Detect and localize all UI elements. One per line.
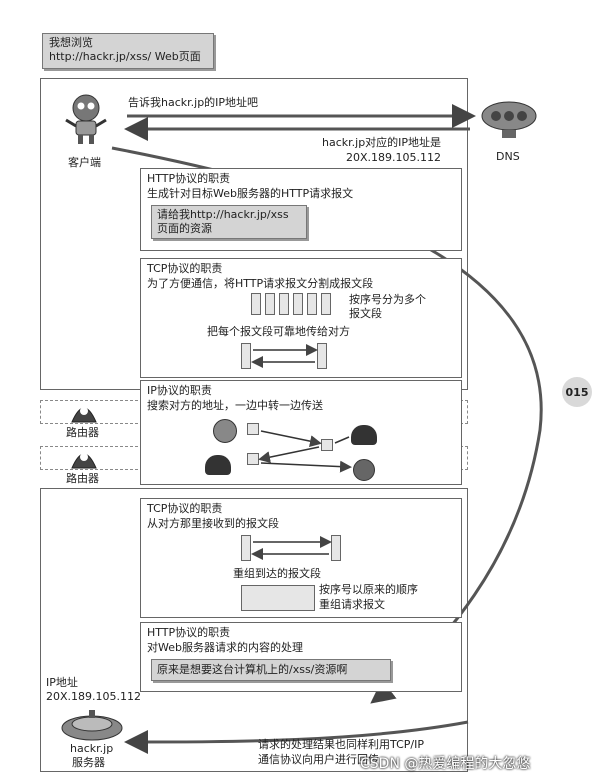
- client-label: 客户端: [68, 156, 101, 169]
- tcp-client-note2: 把每个报文段可靠地传给对方: [207, 325, 350, 338]
- http-server-highlight-text: 原来是想要这台计算机上的/xss/资源啊: [157, 663, 348, 676]
- tcp-client-note-line2: 报文段: [349, 307, 382, 320]
- ip-title: IP协议的职责: [147, 384, 212, 397]
- csdn-watermark: CSDN @热爱编程的大忽悠: [360, 756, 531, 772]
- return-arrow: [124, 720, 469, 754]
- server-result-line1: 请求的处理结果也同样利用TCP/IP: [258, 738, 424, 751]
- http-server-highlight: 原来是想要这台计算机上的/xss/资源啊: [151, 659, 391, 681]
- tcp-server-note2-line2: 重组请求报文: [319, 598, 385, 611]
- server-robot-icon-small: [353, 459, 375, 481]
- tcp-server-box: TCP协议的职责 从对方那里接收到的报文段 重组到达的报文段 按序号以原来的顺序…: [140, 498, 462, 618]
- tcp-server-title: TCP协议的职责: [147, 502, 223, 515]
- router-robot-icon-small: [205, 455, 231, 475]
- http-client-box: HTTP协议的职责 生成针对目标Web服务器的HTTP请求报文 请给我http:…: [140, 168, 462, 251]
- packet: [247, 423, 259, 435]
- http-request-line1: 请给我http://hackr.jp/xss: [157, 208, 289, 221]
- server-label: 服务器: [72, 756, 105, 769]
- header-line1: 我想浏览: [49, 36, 93, 49]
- http-request-message: 请给我http://hackr.jp/xss 页面的资源: [151, 205, 307, 239]
- dns-server-icon: [478, 98, 540, 140]
- tcp-server-note: 重组到达的报文段: [233, 567, 321, 580]
- client-robot-icon: [62, 92, 110, 146]
- tcp-client-arrows: [251, 344, 318, 368]
- dns-reply-line2: 20X.189.105.112: [346, 151, 442, 164]
- segment: [293, 293, 303, 315]
- header-line2: http://hackr.jp/xss/ Web页面: [49, 50, 201, 63]
- segment: [321, 293, 331, 315]
- tcp-client-box: TCP协议的职责 为了方便通信，将HTTP请求报文分割成报文段 按序号分为多个 …: [140, 258, 462, 378]
- ip-desc: 搜索对方的地址，一边中转一边传送: [147, 399, 323, 412]
- tcp-client-note-line1: 按序号分为多个: [349, 293, 426, 306]
- segment: [307, 293, 317, 315]
- page-number-badge: 015: [562, 377, 592, 407]
- ip-arrows: [258, 430, 352, 473]
- http-client-title: HTTP协议的职责: [147, 172, 231, 185]
- server-result-line2: 通信协议向用户进行回传: [258, 753, 379, 766]
- tcp-client-desc: 为了方便通信，将HTTP请求报文分割成报文段: [147, 277, 374, 290]
- router-label-2: 路由器: [66, 472, 99, 485]
- router-icon: [68, 444, 100, 472]
- http-request-line2: 页面的资源: [157, 222, 212, 235]
- http-server-desc: 对Web服务器请求的内容的处理: [147, 641, 303, 654]
- tcp-client-title: TCP协议的职责: [147, 262, 223, 275]
- segment: [265, 293, 275, 315]
- client-robot-icon-small: [213, 419, 237, 443]
- router-icon: [68, 398, 100, 426]
- dns-request-text: 告诉我hackr.jp的IP地址吧: [128, 96, 259, 109]
- ip-box: IP协议的职责 搜索对方的地址，一边中转一边传送: [140, 380, 462, 485]
- dns-reply-line1: hackr.jp对应的IP地址是: [322, 136, 442, 149]
- segment: [317, 343, 327, 369]
- http-server-title: HTTP协议的职责: [147, 626, 231, 639]
- segment: [279, 293, 289, 315]
- http-client-desc: 生成针对目标Web服务器的HTTP请求报文: [147, 187, 354, 200]
- router-robot-icon-small: [351, 425, 377, 445]
- dns-label: DNS: [496, 150, 520, 163]
- tcp-server-desc: 从对方那里接收到的报文段: [147, 517, 279, 530]
- router-label-1: 路由器: [66, 426, 99, 439]
- server-name: hackr.jp: [70, 742, 114, 755]
- segment: [251, 293, 261, 315]
- tcp-server-arrows: [251, 536, 332, 560]
- server-ip-label: IP地址: [46, 676, 78, 689]
- reassembled-segments: [241, 585, 315, 611]
- server-ip-value: 20X.189.105.112: [46, 690, 142, 703]
- http-server-box: HTTP协议的职责 对Web服务器请求的内容的处理 原来是想要这台计算机上的/x…: [140, 622, 462, 692]
- segment: [331, 535, 341, 561]
- segment: [241, 535, 251, 561]
- header-tab: 我想浏览 http://hackr.jp/xss/ Web页面: [42, 33, 214, 69]
- server-robot-icon: [60, 708, 124, 744]
- segment: [241, 343, 251, 369]
- tcp-server-note2-line1: 按序号以原来的顺序: [319, 583, 418, 596]
